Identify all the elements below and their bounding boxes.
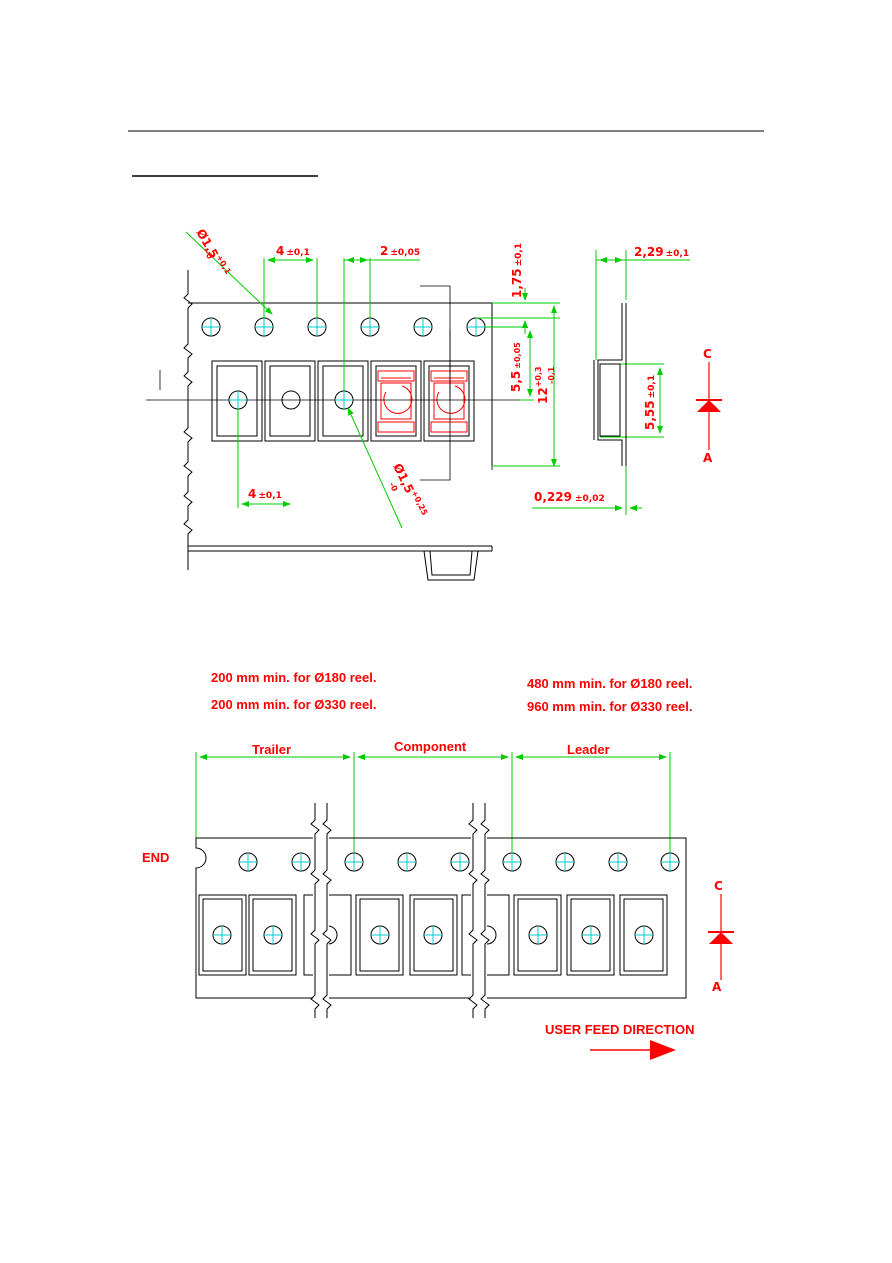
diode-symbol-top — [696, 362, 722, 450]
reel-notes: 200 mm min. for Ø180 reel. 200 mm min. f… — [211, 670, 692, 714]
feed-direction-label: USER FEED DIRECTION — [545, 1022, 695, 1037]
trailer-label: Trailer — [252, 742, 291, 757]
dim-pocket-depth: 2,29±0,1 — [634, 245, 689, 259]
dim-tape-width-tol-lower: -0,1 — [547, 366, 556, 384]
end-label: END — [142, 850, 169, 865]
dim-tape-width: 12+0,3 — [534, 366, 550, 404]
tape-break-line — [183, 270, 193, 570]
dim-pocket-pitch: 4±0,1 — [248, 487, 282, 501]
dim-edge-to-hole: 1,75±0,1 — [510, 243, 524, 298]
note-leader-330: 960 mm min. for Ø330 reel. — [527, 699, 692, 714]
note-trailer-180: 200 mm min. for Ø180 reel. — [211, 670, 376, 685]
feed-direction-arrow-icon — [590, 1040, 676, 1060]
dim-pocket-hole-tol-lower: -0 — [387, 481, 399, 493]
dim-hole-to-pocket: 2±0,05 — [380, 244, 420, 258]
pocket-hole-crosshairs — [229, 391, 353, 409]
sprocket-hole-crosshairs — [202, 318, 485, 336]
dim-pocket-length: 5,55±0,1 — [643, 375, 657, 430]
leader-label: Leader — [567, 742, 610, 757]
cathode-label-bottom: C — [714, 879, 723, 893]
sprocket-crosshairs-bottom — [239, 853, 679, 871]
tape-top-view — [183, 270, 493, 581]
tape-break-gaps — [310, 803, 490, 1018]
note-trailer-330: 200 mm min. for Ø330 reel. — [211, 697, 376, 712]
dimension-texts-top: Ø1,5+0,1 -0 4±0,1 2±0,05 1,75±0,1 5,5±0,… — [193, 227, 713, 518]
dim-hole-to-center: 5,5±0,05 — [509, 342, 523, 392]
pocket-crosshairs-bottom — [213, 926, 653, 944]
anode-label-bottom: A — [712, 980, 722, 994]
cathode-label-top: C — [703, 347, 712, 361]
component-label: Component — [394, 739, 467, 754]
section-dimension-lines — [195, 752, 671, 852]
pockets-top — [211, 360, 475, 442]
anode-label-top: A — [703, 451, 713, 465]
dim-hole-pitch: 4±0,1 — [276, 244, 310, 258]
pocket-profile — [423, 550, 479, 581]
tape-strip — [195, 837, 687, 999]
dimension-lines-top — [185, 231, 690, 529]
note-leader-180: 480 mm min. for Ø180 reel. — [527, 676, 692, 691]
tape-side-view — [593, 303, 627, 466]
component-parts — [377, 370, 468, 433]
section-labels: Trailer Component Leader END — [142, 739, 610, 865]
diode-symbol-bottom — [708, 894, 734, 980]
dim-tape-thickness: 0,229±0,02 — [534, 490, 605, 504]
